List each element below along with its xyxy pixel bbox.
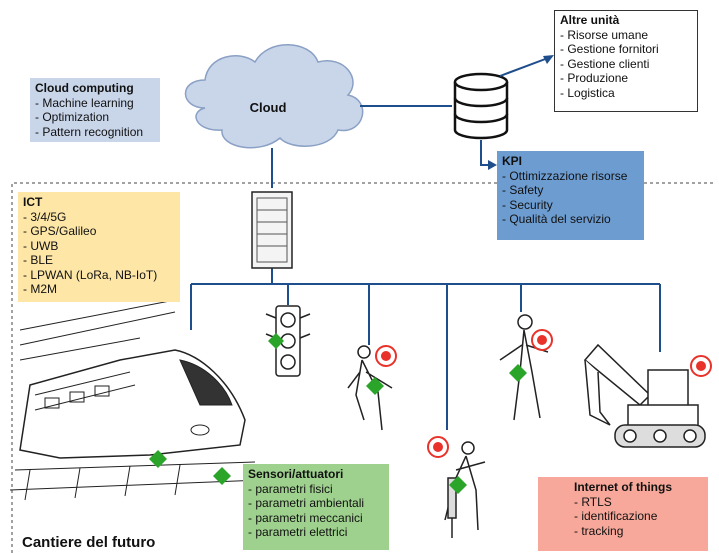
ict-title: ICT [23,195,43,209]
altre-unita-item: Risorse umane [560,28,692,43]
ict-item: 3/4/5G [23,210,175,225]
sensor-icon [213,467,231,485]
iot-title: Internet of things [574,480,672,494]
kpi-item: Ottimizzazione risorse [502,169,639,184]
altre-unita-item: Gestione clienti [560,57,692,72]
altre-unita-item: Gestione fornitori [560,42,692,57]
sensori-item: parametri ambientali [248,496,384,511]
altre-unita-item: Logistica [560,86,692,101]
jackhammer-icon [444,441,486,538]
ict-box: ICT 3/4/5G GPS/Galileo UWB BLE LPWAN (Lo… [18,192,180,302]
traffic-light-icon [265,305,311,377]
altre-unita-box: Altre unità Risorse umane Gestione forni… [554,10,698,112]
iot-box: Internet of things RTLS identificazione … [538,477,708,551]
arrow-to-altre [543,55,554,64]
kpi-box: KPI Ottimizzazione risorse Safety Securi… [497,151,644,240]
excavator-icon [583,343,706,448]
sensor-icon [366,377,384,395]
cloud-computing-item: Optimization [35,110,155,125]
sensor-markers [149,333,527,494]
database-icon [453,72,509,140]
altre-unita-item: Produzione [560,71,692,86]
sensori-item: parametri elettrici [248,525,384,540]
sensori-box: Sensori/attuatori parametri fisici param… [243,464,389,550]
cloud-computing-item: Pattern recognition [35,125,155,140]
cloud-computing-box: Cloud computing Machine learning Optimiz… [30,78,160,142]
db-kpi-link [480,140,490,166]
rtls-icon [690,355,712,377]
sensori-item: parametri fisici [248,482,384,497]
sensor-icon [509,364,527,382]
ict-item: M2M [23,282,175,297]
ict-item: BLE [23,253,175,268]
rtls-icon [427,436,449,458]
ict-item: LPWAN (LoRa, NB-IoT) [23,268,175,283]
cloud-computing-title: Cloud computing [35,81,134,95]
altre-unita-title: Altre unità [560,13,620,27]
iot-item: tracking [574,524,703,539]
kpi-item: Safety [502,183,639,198]
ict-item: UWB [23,239,175,254]
iot-item: identificazione [574,509,703,524]
cloud-icon [184,44,364,149]
sensor-icon [449,476,467,494]
ict-item: GPS/Galileo [23,224,175,239]
sensori-title: Sensori/attuatori [248,467,344,481]
server-rack-icon [251,191,293,269]
rtls-icon [531,329,553,351]
arrow-to-kpi [488,160,497,170]
train-icon [9,299,261,501]
sensori-item: parametri meccanici [248,511,384,526]
cloud-computing-item: Machine learning [35,96,155,111]
sensor-icon [149,450,167,468]
kpi-item: Security [502,198,639,213]
db-altre-link [499,57,549,77]
kpi-title: KPI [502,154,523,168]
cloud-label: Cloud [250,100,287,115]
footer-title: Cantiere del futuro [22,534,156,551]
rtls-icon [375,345,397,367]
kpi-item: Qualità del servizio [502,212,639,227]
iot-item: RTLS [574,495,703,510]
sensor-icon [268,333,284,349]
site-boundary [11,182,716,553]
